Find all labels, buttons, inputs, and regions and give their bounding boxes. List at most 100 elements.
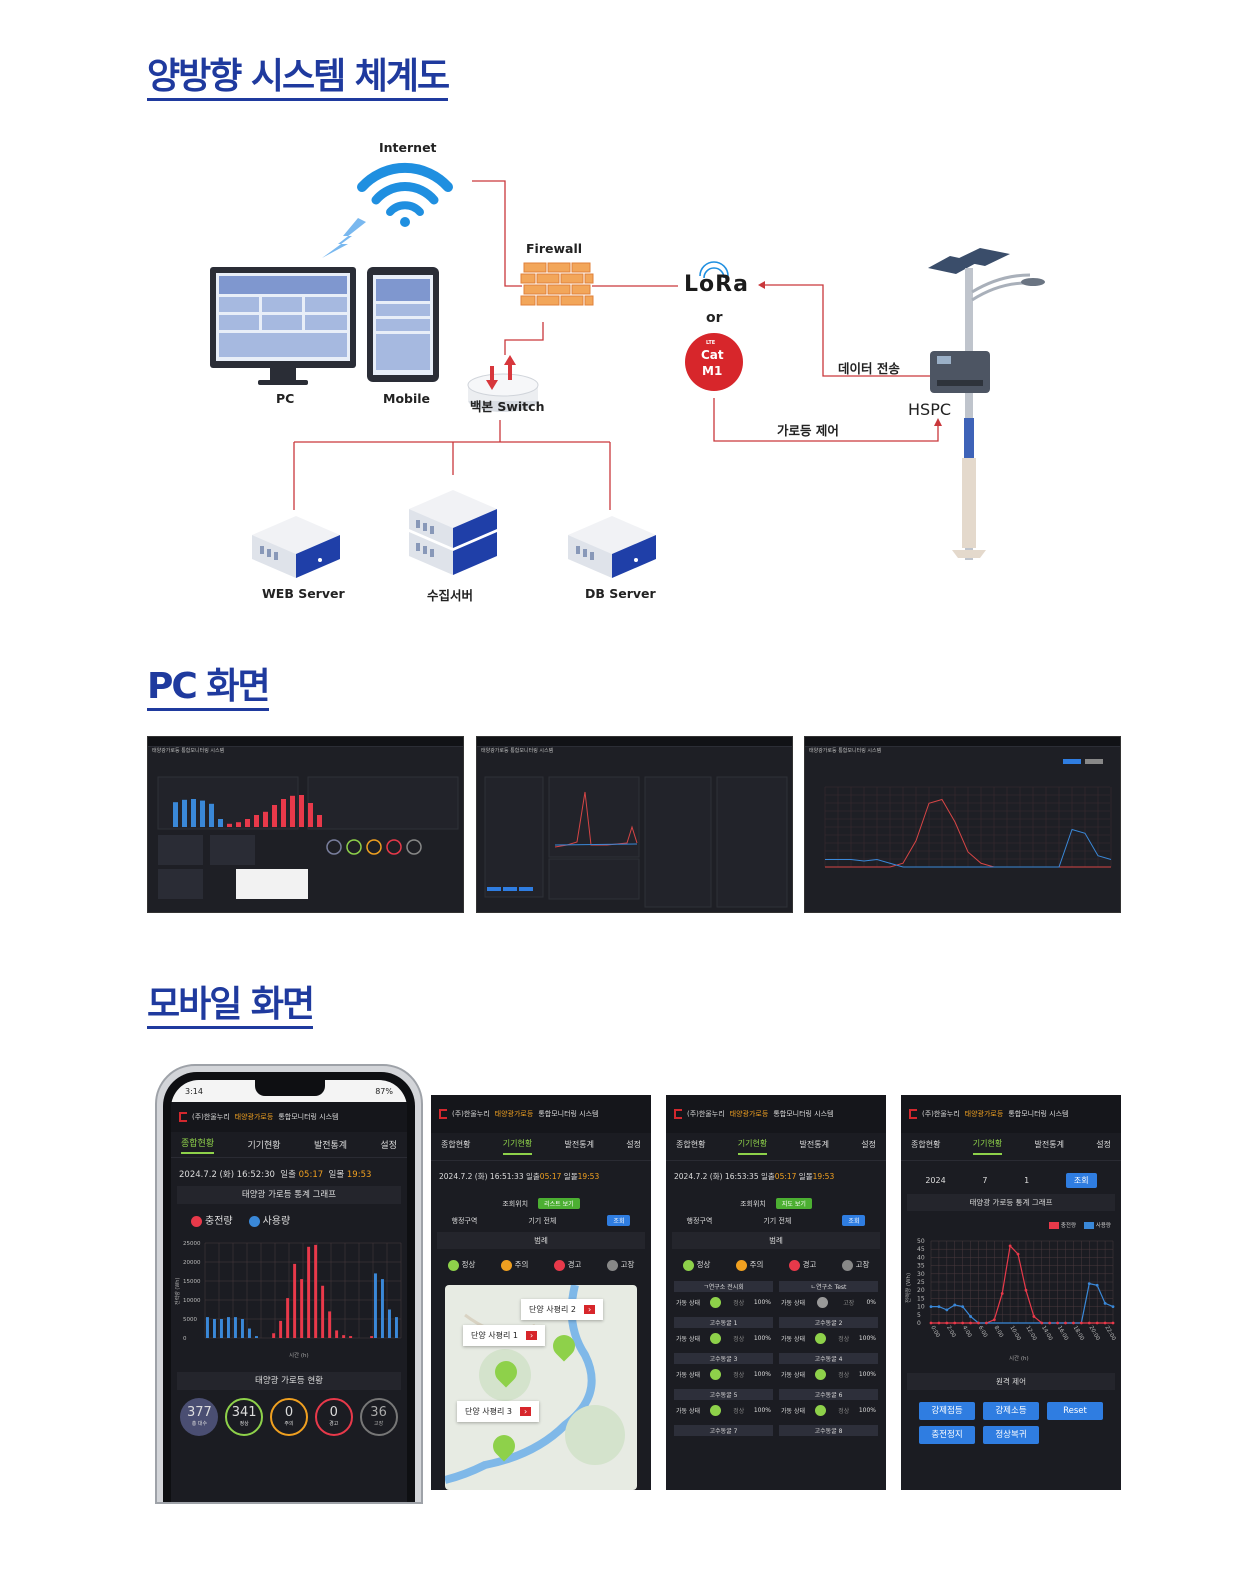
tab-settings[interactable]: 설정 <box>380 1141 397 1151</box>
m3-sunrise: 05:17 <box>774 1172 797 1181</box>
day-select[interactable]: 1 <box>1024 1176 1030 1185</box>
m3-legend-fault: 고장 <box>841 1259 869 1271</box>
plug-status-icon <box>709 1332 721 1344</box>
pc-statistics-chart <box>824 759 1112 868</box>
lora-label: LoRa <box>684 272 749 297</box>
m4-red-point <box>984 1321 988 1325</box>
m3-tab-devices[interactable]: 기기현황 <box>737 1138 768 1155</box>
m4-blue-point <box>945 1308 949 1312</box>
m3-tab-settings[interactable]: 설정 <box>861 1140 876 1149</box>
m4-company: (주)한울누리 <box>922 1110 960 1118</box>
or-label: or <box>706 310 723 326</box>
m3-tab-overview[interactable]: 종합현황 <box>676 1140 706 1149</box>
m4-red-point <box>1000 1292 1004 1295</box>
m4-xtick: 16:00 <box>1056 1325 1069 1342</box>
m4-tab-devices[interactable]: 기기현황 <box>972 1138 1003 1155</box>
device-name: 고수동굴 2 <box>779 1316 878 1328</box>
map-view[interactable]: 단양 사평리 2› 단양 사평리 1› 단양 사평리 3› <box>445 1285 637 1490</box>
m4-legend-use: 사용량 <box>1084 1221 1111 1229</box>
m2-legend-normal: 정상 <box>447 1259 475 1271</box>
m1-legend-charge-label: 충전량 <box>205 1216 233 1227</box>
force-on-button[interactable]: 강제점등 <box>919 1402 975 1420</box>
m1-legend-charge: 충전량 <box>191 1212 233 1227</box>
normal-restore-button[interactable]: 정상복귀 <box>983 1426 1039 1444</box>
firewall-label: Firewall <box>526 241 583 256</box>
pc1-bar <box>254 815 259 827</box>
device-name: ㄱ연구소 전시회 <box>674 1280 773 1292</box>
m4-red-point <box>1008 1244 1012 1248</box>
m1-ytick: 25000 <box>183 1241 201 1247</box>
mobile-screen-device-list: (주)한울누리 태양광가로등 통합모니터링 시스템 종합현황 기기현황 발전통계… <box>666 1095 886 1490</box>
m3-search-button[interactable]: 조회 <box>842 1215 866 1226</box>
m2-device-select[interactable]: 기기 전체 <box>528 1216 557 1225</box>
m2-sunset: 19:53 <box>577 1172 600 1181</box>
m4-blue-point <box>929 1305 933 1308</box>
m4-red-point <box>953 1321 957 1325</box>
m4-red-point <box>977 1321 980 1325</box>
reset-button[interactable]: Reset <box>1047 1402 1103 1420</box>
device-name: 고수동굴 3 <box>674 1352 773 1364</box>
m1-ytick: 5000 <box>183 1317 197 1323</box>
pin1-arrow-icon[interactable]: › <box>525 1331 538 1340</box>
m2-tab-overview[interactable]: 종합현황 <box>441 1140 471 1149</box>
m1-sunrise-label: 일출 <box>280 1170 296 1180</box>
m2-tab-devices[interactable]: 기기현황 <box>502 1138 533 1155</box>
m2-sunrise: 05:17 <box>539 1172 562 1181</box>
device-status: 정상 <box>733 1299 745 1307</box>
device-card[interactable]: 고수동굴 8 <box>779 1424 878 1436</box>
year-select[interactable]: 2024 <box>925 1176 946 1185</box>
pc1-bar <box>290 795 295 827</box>
m1-charge-bar <box>286 1298 290 1338</box>
device-op-label: 가동 상태 <box>781 1371 805 1379</box>
map-pin-label-3: 단양 사평리 3 <box>465 1407 512 1416</box>
m1-ytick: 15000 <box>183 1279 201 1285</box>
device-card[interactable]: 고수동굴 7 <box>674 1424 773 1436</box>
m4-tab-settings[interactable]: 설정 <box>1096 1140 1111 1149</box>
m1-ytick: 0 <box>183 1336 187 1342</box>
pc1-bar <box>263 811 268 827</box>
m2-tab-stats[interactable]: 발전통계 <box>564 1140 594 1149</box>
m4-ytick: 45 <box>917 1246 925 1253</box>
plug-status-icon <box>709 1368 721 1380</box>
month-select[interactable]: 7 <box>982 1176 988 1185</box>
pin3-arrow-icon[interactable]: › <box>519 1407 532 1416</box>
m2-search-button[interactable]: 조회 <box>607 1215 631 1226</box>
tab-overview[interactable]: 종합현황 <box>181 1136 215 1154</box>
m4-tab-overview[interactable]: 종합현황 <box>911 1140 941 1149</box>
pc-screenshot-dashboard: 태양광가로등 통합모니터링 시스템 <box>147 736 464 913</box>
tab-stats[interactable]: 발전통계 <box>313 1141 348 1151</box>
map-view-button[interactable]: 지도 보기 <box>775 1198 812 1209</box>
charge-stop-button[interactable]: 충전정지 <box>919 1426 975 1444</box>
m4-tab-stats[interactable]: 발전통계 <box>1034 1140 1064 1149</box>
force-off-button[interactable]: 강제소등 <box>983 1402 1039 1420</box>
m4-red-point <box>937 1321 941 1325</box>
tab-devices[interactable]: 기기현황 <box>247 1141 281 1151</box>
m2-legend-title: 범례 <box>437 1232 645 1249</box>
m4-red-point <box>1024 1288 1028 1292</box>
m1-use-bar <box>255 1336 258 1338</box>
m3-district-select[interactable]: 행정구역 <box>686 1216 713 1225</box>
m3-tab-stats[interactable]: 발전통계 <box>799 1140 829 1149</box>
list-view-button[interactable]: 리스트 보기 <box>538 1198 580 1209</box>
m4-ytick: 15 <box>917 1295 925 1302</box>
m4-ytick: 5 <box>917 1312 921 1319</box>
m4-search-button[interactable]: 조회 <box>1065 1173 1097 1188</box>
battery-percent: 100% <box>858 1406 876 1414</box>
m2-tab-settings[interactable]: 설정 <box>626 1140 641 1149</box>
m2-district-select[interactable]: 행정구역 <box>451 1216 478 1225</box>
m3-sunset: 19:53 <box>812 1172 835 1181</box>
collect-server-icon <box>409 490 497 575</box>
company-logo-icon <box>674 1109 682 1119</box>
m3-device-select[interactable]: 기기 전체 <box>763 1216 792 1225</box>
pin2-arrow-icon[interactable]: › <box>583 1305 596 1314</box>
m1-charge-bar <box>342 1335 346 1338</box>
